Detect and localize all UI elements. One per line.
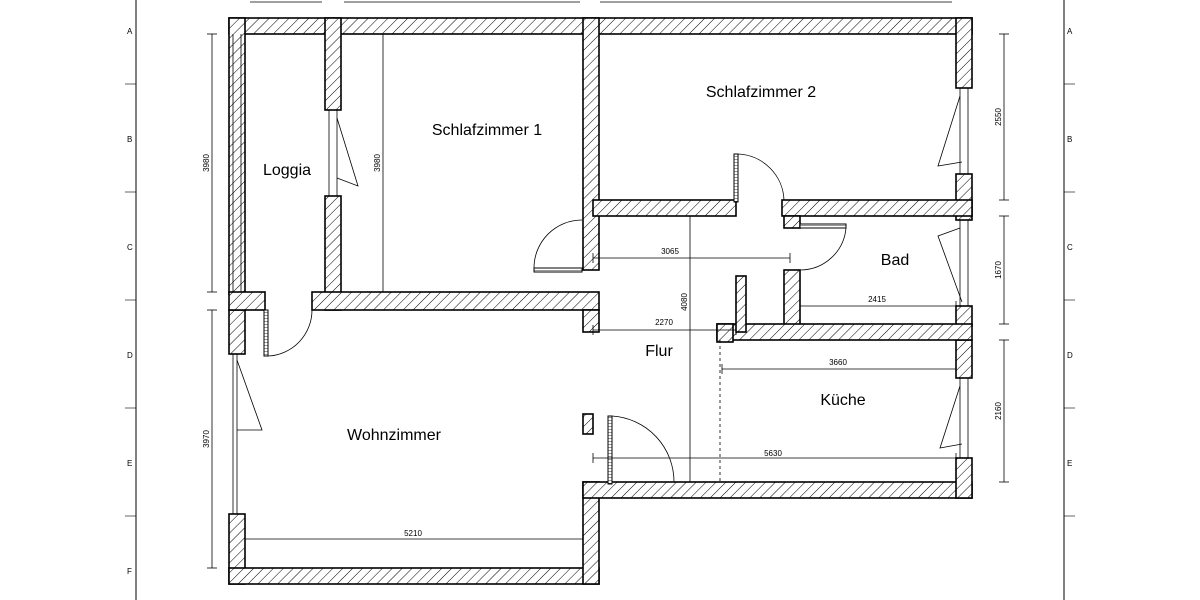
grid-right-d: D — [1067, 351, 1073, 360]
dimension-labels: 3980 3980 3970 2550 1670 2160 4080 3065 … — [202, 108, 1003, 538]
grid-left-b: B — [127, 135, 132, 144]
grid-left-e: E — [127, 459, 132, 468]
grid-left-f: F — [127, 567, 132, 576]
windows — [232, 34, 969, 514]
dim-bad-height: 1670 — [994, 261, 1003, 279]
dim-sz2-height: 2550 — [994, 108, 1003, 126]
dim-flur-mid-width: 2270 — [655, 318, 673, 327]
room-label-schlafzimmer-2: Schlafzimmer 2 — [706, 84, 816, 101]
dim-sz1-height: 3980 — [373, 154, 382, 172]
dim-kueche-width: 3660 — [829, 358, 847, 367]
room-label-loggia: Loggia — [263, 162, 311, 179]
dim-wohn-height: 3970 — [202, 430, 211, 448]
sheet-frame — [125, 0, 1075, 600]
walls — [228, 17, 973, 585]
grid-labels: A B C D E F A B C D E — [127, 27, 1073, 576]
doors — [263, 153, 847, 485]
grid-left-a: A — [127, 27, 133, 36]
grid-right-e: E — [1067, 459, 1072, 468]
room-label-kueche: Küche — [820, 392, 865, 409]
grid-right-b: B — [1067, 135, 1072, 144]
grid-left-c: C — [127, 243, 133, 252]
dim-kueche-height: 2160 — [994, 402, 1003, 420]
room-label-schlafzimmer-1: Schlafzimmer 1 — [432, 122, 542, 139]
dim-wohn-width: 5210 — [404, 529, 422, 538]
room-label-wohnzimmer: Wohnzimmer — [347, 427, 442, 444]
dim-flur-height: 4080 — [680, 293, 689, 311]
room-labels: Schlafzimmer 1 Schlafzimmer 2 Loggia Bad… — [263, 84, 909, 444]
grid-right-c: C — [1067, 243, 1073, 252]
room-label-bad: Bad — [881, 252, 909, 269]
dim-loggia-height: 3980 — [202, 154, 211, 172]
grid-right-a: A — [1067, 27, 1073, 36]
dim-kueche-flur-width: 5630 — [764, 449, 782, 458]
dimension-lines — [207, 1, 1009, 569]
dim-bad-width: 2415 — [868, 295, 886, 304]
room-label-flur: Flur — [645, 343, 673, 360]
dim-flur-top-width: 3065 — [661, 247, 679, 256]
grid-left-d: D — [127, 351, 133, 360]
